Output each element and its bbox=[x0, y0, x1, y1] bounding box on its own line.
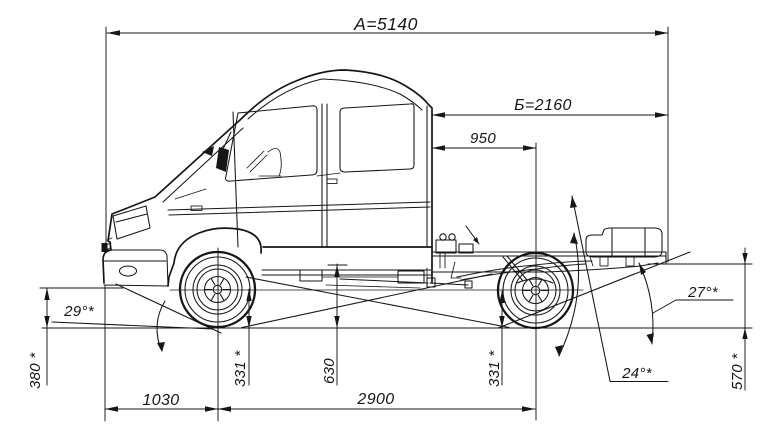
rear-tilt-line bbox=[571, 195, 611, 382]
front-static-radius-label: 331 * bbox=[232, 350, 249, 387]
rear-static-radius-label: 331 * bbox=[486, 350, 503, 387]
ramp-lines bbox=[241, 273, 510, 329]
chassis-frame bbox=[261, 227, 667, 289]
rear-tilt-arc bbox=[558, 232, 580, 357]
fog-lamp bbox=[118, 265, 138, 277]
front-wheel-arch bbox=[167, 227, 262, 287]
rear-door-window bbox=[339, 103, 415, 173]
cab-to-frame-end-label: Б=2160 bbox=[514, 97, 572, 114]
front-hub-spokes bbox=[204, 278, 231, 301]
departure-angle-arc bbox=[638, 262, 654, 345]
behind-cab-equipment bbox=[435, 233, 474, 269]
overall-length-label: А=5140 bbox=[353, 14, 418, 34]
front-bumper-height-label: 380 * bbox=[27, 352, 44, 389]
rear-wheel bbox=[496, 251, 575, 330]
cowl-trim bbox=[202, 146, 214, 156]
interior-steering-seat bbox=[246, 148, 282, 177]
front-wheel bbox=[178, 250, 257, 329]
front-bumper bbox=[102, 249, 169, 287]
angle-construction bbox=[51, 195, 734, 382]
cab-to-rear-axle-label: 950 bbox=[470, 130, 496, 147]
driveline bbox=[339, 278, 469, 286]
front-door-window bbox=[225, 105, 318, 182]
departure-angle-label: 27°* bbox=[687, 284, 719, 301]
departure-angle-line bbox=[497, 251, 691, 329]
rear-frame-height-label: 570 * bbox=[729, 353, 746, 390]
departure-angle-leader bbox=[652, 299, 734, 314]
rear-tilt-angle-label: 24°* bbox=[621, 365, 653, 382]
wiper bbox=[174, 188, 207, 200]
side-mirror bbox=[216, 147, 229, 172]
wheelbase-label: 2900 bbox=[356, 391, 394, 408]
rear-hub-spokes bbox=[522, 279, 549, 302]
approach-angle-line bbox=[115, 283, 222, 334]
door-seams bbox=[232, 103, 428, 248]
grille-lines bbox=[105, 237, 113, 251]
front-overhang-label: 1030 bbox=[142, 392, 179, 409]
rear-door-handle bbox=[326, 178, 338, 184]
headlight bbox=[112, 205, 151, 240]
fuel-tank bbox=[585, 227, 663, 258]
dimension-lines bbox=[44, 26, 748, 422]
dimension-labels: А=5140 Б=2160 950 1030 2900 380 * 331 * … bbox=[27, 14, 746, 409]
reference-lines bbox=[39, 263, 753, 329]
side-molding bbox=[167, 201, 431, 216]
approach-angle-label: 29°* bbox=[63, 303, 95, 320]
cab-body bbox=[101, 69, 433, 287]
frame-height-label: 630 bbox=[321, 358, 338, 384]
vehicle-side-view bbox=[101, 69, 667, 330]
front-marker bbox=[101, 243, 108, 252]
front-door-handle bbox=[190, 205, 203, 211]
